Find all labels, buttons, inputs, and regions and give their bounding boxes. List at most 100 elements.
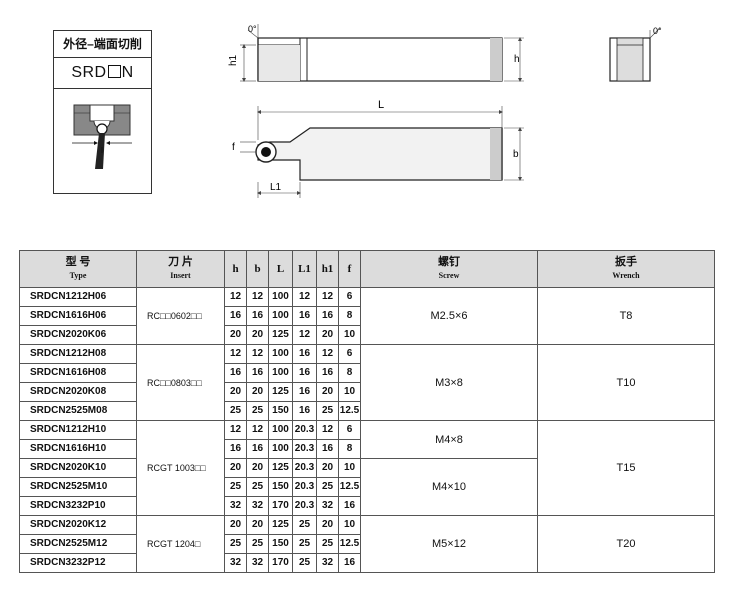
card-code-suffix: N — [121, 64, 134, 81]
cell-type: SRDCN2020K08 — [19, 382, 137, 402]
cell-L: 100 — [268, 439, 293, 459]
cell-L: 100 — [268, 287, 293, 307]
cell-L: 150 — [268, 534, 293, 554]
cell-L1: 16 — [292, 306, 317, 326]
header-f: f — [338, 250, 361, 288]
technical-drawing: h1 0° h 0° L — [228, 24, 662, 198]
cell-L1: 16 — [292, 344, 317, 364]
dim-h1-label: h1 — [228, 54, 239, 66]
cell-h: 20 — [224, 515, 247, 535]
cell-L1: 20.3 — [292, 439, 317, 459]
cell-screw: M3×8 — [360, 344, 538, 421]
dim-f-label: f — [232, 142, 235, 153]
cell-b: 20 — [246, 382, 269, 402]
cell-wrench: T8 — [537, 287, 715, 345]
table-row: SRDCN2525M08 25 25 150 16 25 12.5 — [19, 401, 715, 421]
cell-type: SRDCN2020K06 — [19, 325, 137, 345]
cell-type: SRDCN2525M10 — [19, 477, 137, 497]
table-row: SRDCN1616H06 16 16 100 16 16 8 — [19, 306, 715, 326]
cell-f: 6 — [338, 287, 361, 307]
cell-h: 20 — [224, 458, 247, 478]
cell-L1: 20.3 — [292, 420, 317, 440]
angle-right-label: 0° — [653, 26, 662, 36]
cell-h: 16 — [224, 306, 247, 326]
cell-h1: 16 — [316, 439, 339, 459]
cell-h1: 32 — [316, 496, 339, 516]
cell-f: 10 — [338, 515, 361, 535]
cell-h: 12 — [224, 344, 247, 364]
cell-h: 12 — [224, 420, 247, 440]
cell-b: 20 — [246, 458, 269, 478]
cell-h1: 32 — [316, 553, 339, 573]
card-code: SRD N — [54, 58, 151, 89]
cell-L: 100 — [268, 363, 293, 383]
cell-b: 25 — [246, 534, 269, 554]
cell-b: 16 — [246, 306, 269, 326]
cell-type: SRDCN2525M08 — [19, 401, 137, 421]
cell-f: 10 — [338, 325, 361, 345]
cell-f: 16 — [338, 553, 361, 573]
cell-h1: 25 — [316, 477, 339, 497]
cell-L1: 20.3 — [292, 496, 317, 516]
table-row: SRDCN2525M12 25 25 150 25 25 12.5 — [19, 534, 715, 554]
cell-h: 16 — [224, 439, 247, 459]
cell-f: 12.5 — [338, 401, 361, 421]
cell-b: 32 — [246, 496, 269, 516]
cell-b: 16 — [246, 363, 269, 383]
cell-b: 32 — [246, 553, 269, 573]
cell-b: 16 — [246, 439, 269, 459]
cell-h: 12 — [224, 287, 247, 307]
cell-screw: M4×8 — [360, 420, 538, 459]
cell-h: 25 — [224, 477, 247, 497]
cell-h: 16 — [224, 363, 247, 383]
table-row: SRDCN1212H08 RC□□0803□□ 12 12 100 16 12 … — [19, 344, 715, 421]
table-row: SRDCN2020K06 20 20 125 12 20 10 — [19, 325, 715, 345]
cell-f: 12.5 — [338, 534, 361, 554]
cell-h1: 20 — [316, 325, 339, 345]
cell-h1: 20 — [316, 515, 339, 535]
placeholder-box-icon — [107, 65, 121, 78]
header-h1: h1 — [316, 250, 339, 288]
cell-L1: 16 — [292, 382, 317, 402]
cell-b: 20 — [246, 325, 269, 345]
cell-f: 8 — [338, 363, 361, 383]
cell-h1: 25 — [316, 534, 339, 554]
cell-h: 25 — [224, 534, 247, 554]
cell-b: 20 — [246, 515, 269, 535]
cell-L: 125 — [268, 325, 293, 345]
cell-L1: 25 — [292, 553, 317, 573]
cell-f: 8 — [338, 439, 361, 459]
table-row: SRDCN3232P10 32 32 170 20.3 32 16 — [19, 496, 715, 516]
cell-L: 170 — [268, 553, 293, 573]
header-L1: L1 — [292, 250, 317, 288]
table-row: SRDCN1212H10 RCGT 1003□□ 12 12 100 20.3 … — [19, 420, 715, 516]
cell-L1: 12 — [292, 287, 317, 307]
cell-L: 100 — [268, 420, 293, 440]
plan-view: L f b L1 — [232, 99, 524, 198]
cell-f: 6 — [338, 344, 361, 364]
cell-L1: 16 — [292, 401, 317, 421]
header-L: L — [268, 250, 293, 288]
cell-h1: 25 — [316, 401, 339, 421]
cell-h: 25 — [224, 401, 247, 421]
cell-b: 25 — [246, 401, 269, 421]
cell-L1: 25 — [292, 534, 317, 554]
dim-h-label: h — [514, 54, 520, 65]
cell-L1: 25 — [292, 515, 317, 535]
cell-type: SRDCN1616H06 — [19, 306, 137, 326]
table-row: SRDCN2020K08 20 20 125 16 20 10 — [19, 382, 715, 402]
cell-f: 16 — [338, 496, 361, 516]
cell-h: 32 — [224, 496, 247, 516]
cell-type: SRDCN3232P10 — [19, 496, 137, 516]
table-row: SRDCN3232P12 32 32 170 25 32 16 — [19, 553, 715, 573]
cell-insert: RC□□0602□□ — [136, 287, 225, 345]
table-row: SRDCN2020K10 20 20 125 20.3 20 10 M4×10 — [19, 458, 715, 516]
cell-L: 150 — [268, 477, 293, 497]
cell-L: 125 — [268, 382, 293, 402]
cell-h: 20 — [224, 325, 247, 345]
end-view: 0° — [609, 26, 662, 82]
card-code-prefix: SRD — [71, 64, 107, 81]
side-view: h1 0° h — [228, 24, 524, 82]
cell-b: 25 — [246, 477, 269, 497]
